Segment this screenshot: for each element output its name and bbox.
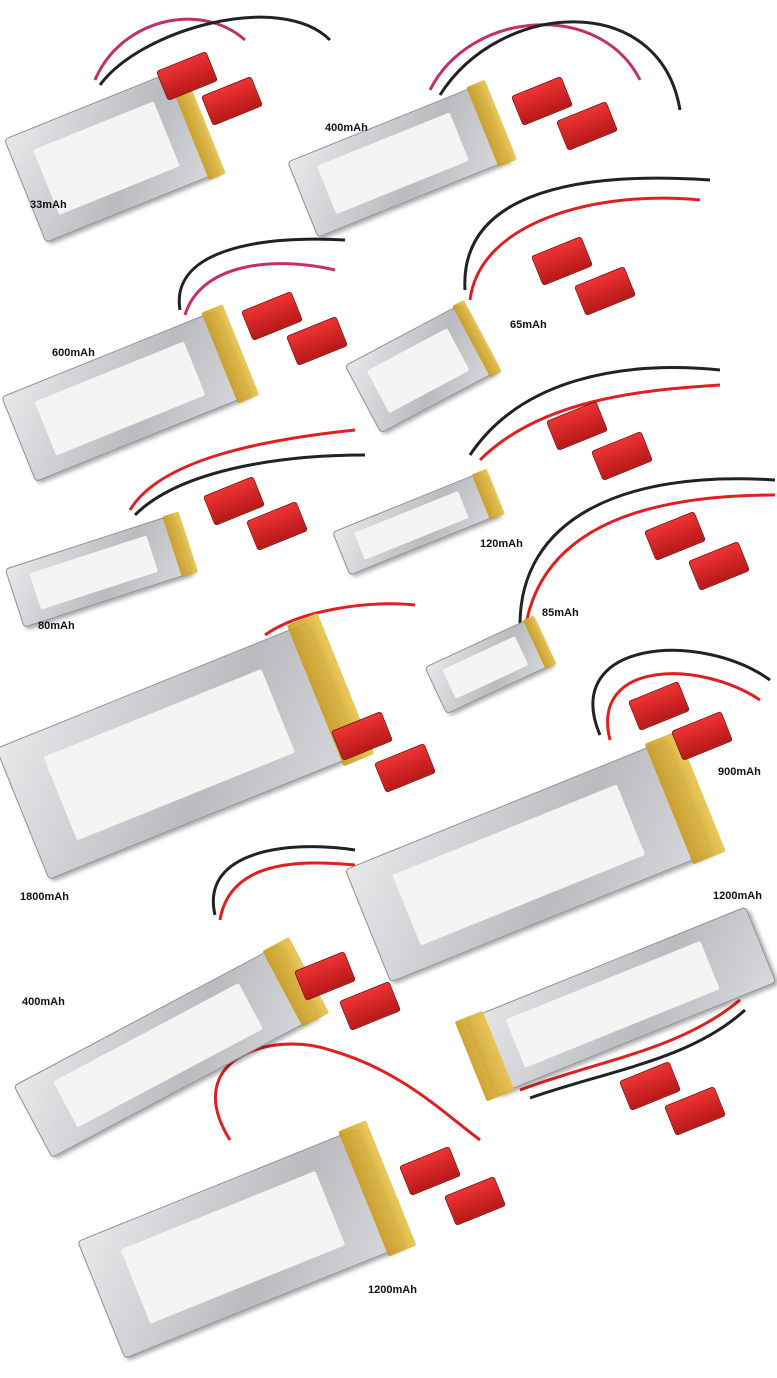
capacity-label: 85mAh (542, 607, 579, 619)
capacity-label: 900mAh (718, 766, 761, 778)
capacity-label: 33mAh (30, 199, 67, 211)
capacity-label: 400mAh (325, 122, 368, 134)
capacity-label: 400mAh (22, 996, 65, 1008)
capacity-label: 1200mAh (713, 890, 762, 902)
capacity-label: 1200mAh (368, 1284, 417, 1296)
capacity-label: 80mAh (38, 620, 75, 632)
capacity-label: 65mAh (510, 319, 547, 331)
capacity-label: 120mAh (480, 538, 523, 550)
capacity-label: 600mAh (52, 347, 95, 359)
capacity-label: 1800mAh (20, 891, 69, 903)
